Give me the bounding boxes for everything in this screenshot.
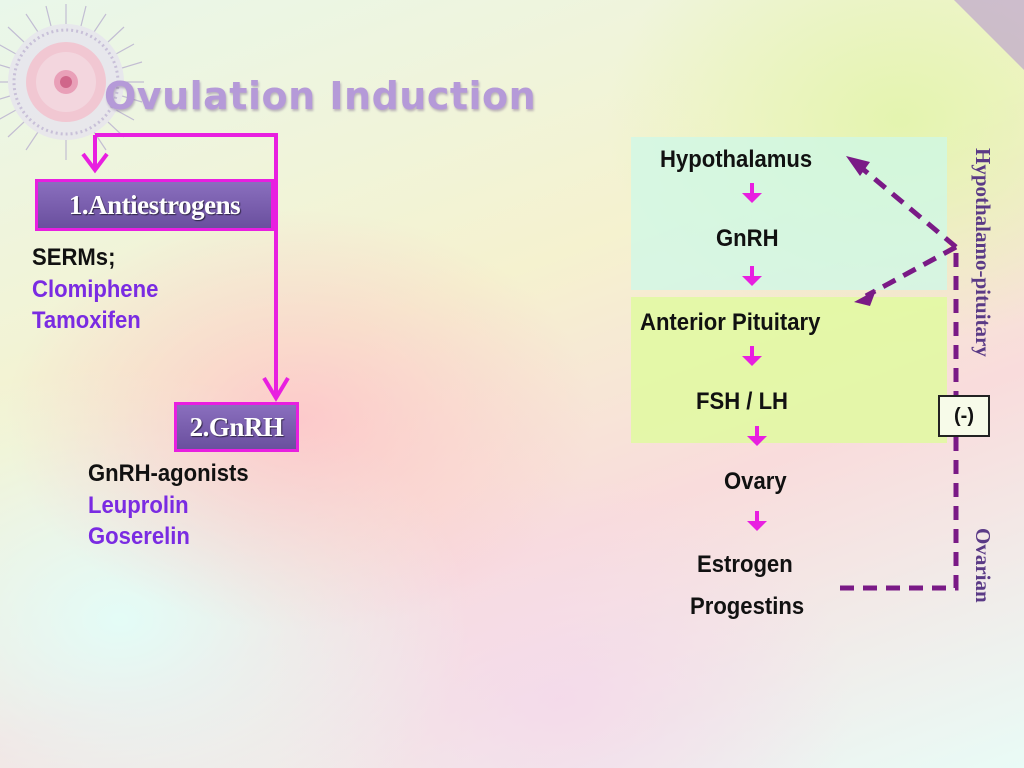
label-hypothalamo-pituitary: Hypothalamo-pituitary — [971, 148, 995, 357]
serms-heading: SERMs; — [32, 244, 116, 271]
label-ovarian: Ovarian — [971, 528, 995, 603]
corner-decoration — [954, 0, 1024, 70]
step-estrogen: Estrogen — [697, 551, 793, 578]
step-fsh-lh: FSH / LH — [696, 388, 788, 415]
down-arrow-icon — [742, 346, 762, 366]
antiestrogens-box: 1.Antiestrogens — [35, 179, 274, 231]
gnrh-agonists-heading: GnRH-agonists — [88, 460, 249, 487]
feedback-arrowhead-icon — [846, 156, 870, 176]
drug-leuprolin: Leuprolin — [88, 492, 189, 519]
drug-clomiphene: Clomiphene — [32, 276, 159, 303]
drug-tamoxifen: Tamoxifen — [32, 307, 141, 334]
pituitary-panel — [631, 297, 947, 443]
drug-goserelin: Goserelin — [88, 523, 190, 550]
page-title: Ovulation Induction — [104, 74, 537, 118]
feedback-arrowhead-icon — [854, 290, 876, 306]
down-arrow-icon — [742, 183, 762, 203]
step-ovary: Ovary — [724, 468, 787, 495]
down-arrow-icon — [742, 266, 762, 286]
gnrh-box: 2.GnRH — [174, 402, 299, 452]
step-progestins: Progestins — [690, 593, 805, 620]
down-arrow-icon — [747, 511, 767, 531]
negative-feedback-sign: (-) — [938, 395, 990, 437]
down-arrow-icon — [747, 426, 767, 446]
step-gnrh: GnRH — [716, 225, 779, 252]
hypothalamic-panel — [631, 137, 947, 290]
step-anterior-pituitary: Anterior Pituitary — [640, 309, 821, 336]
step-hypothalamus: Hypothalamus — [660, 146, 813, 173]
